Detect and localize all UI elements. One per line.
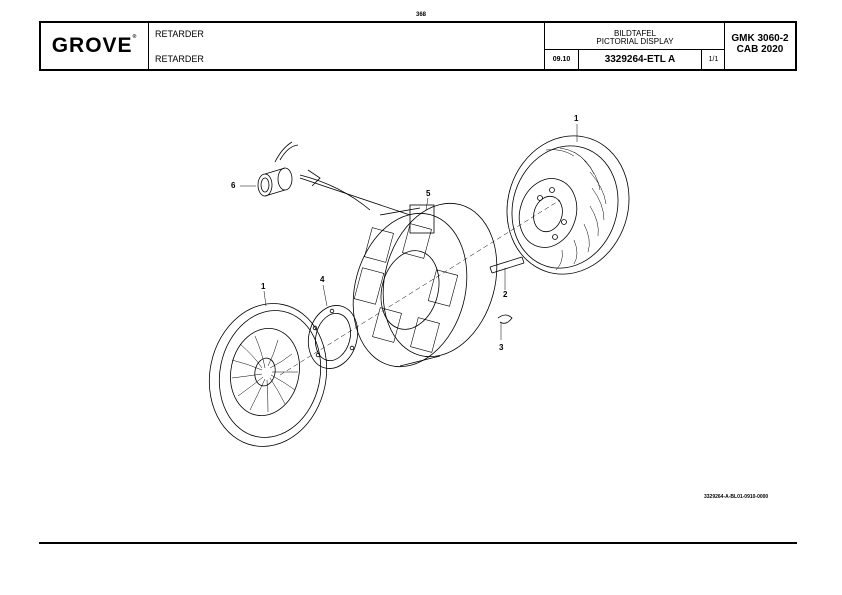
display-info-cell: BILDTAFEL PICTORIAL DISPLAY 09.10 332926… <box>545 23 725 69</box>
model-name: GMK 3060-2 <box>731 33 789 44</box>
center-axis <box>279 199 561 376</box>
retaining-clip <box>497 314 513 324</box>
description-cell: RETARDER RETARDER <box>149 23 545 69</box>
bottom-rule <box>39 542 797 544</box>
title-block: GROVE® RETARDER RETARDER BILDTAFEL PICTO… <box>39 21 797 71</box>
model-cell: GMK 3060-2 CAB 2020 <box>725 23 795 69</box>
callout-4-ring: 4 <box>320 275 325 284</box>
cab-model: CAB 2020 <box>736 44 784 55</box>
callout-1-rotor-right: 1 <box>574 114 579 123</box>
callout-6-sleeve: 6 <box>231 181 236 190</box>
callout-3-clip: 3 <box>499 343 504 352</box>
ring-plate <box>307 305 359 369</box>
callout-1-rotor-left: 1 <box>261 282 266 291</box>
description-german: RETARDER <box>155 29 204 39</box>
page-number: 368 <box>415 12 426 18</box>
rotor-disc-left <box>208 303 328 447</box>
stud-bolt <box>489 256 525 274</box>
part-number: 3329264-ETL A <box>579 50 702 69</box>
sleeve-part <box>257 141 299 197</box>
callout-2-stud: 2 <box>503 290 508 299</box>
issue-date: 09.10 <box>545 50 579 69</box>
rotor-disc-right <box>506 135 630 275</box>
callout-5-connector: 5 <box>426 189 431 198</box>
sheet-number: 1/1 <box>708 56 719 63</box>
leader-lines <box>240 124 578 340</box>
logo-cell: GROVE® <box>41 23 149 69</box>
stator-body <box>299 169 498 368</box>
description-english: RETARDER <box>155 54 204 64</box>
grove-logo: GROVE® <box>51 34 138 57</box>
display-label: BILDTAFEL PICTORIAL DISPLAY <box>545 23 725 50</box>
display-label-german: BILDTAFEL <box>613 29 657 38</box>
drawing-reference: 3329264-A-BL01-0910-0000 <box>704 494 769 500</box>
display-label-english: PICTORIAL DISPLAY <box>596 37 674 46</box>
